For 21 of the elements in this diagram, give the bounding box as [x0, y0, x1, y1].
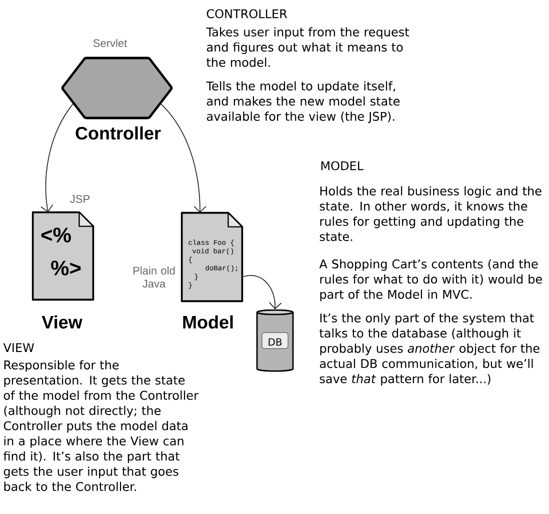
node-title: Model	[183, 315, 233, 329]
annotation: Plain old Java	[134, 266, 175, 288]
annotation: Servlet	[93, 38, 128, 48]
paragraph: Tells the model to update itself, and makes the new model state available for the view (the JSP).	[206, 81, 400, 124]
curved-arrow	[242, 275, 282, 310]
curved-arrow	[160, 104, 206, 213]
database-cylinder: DB	[256, 309, 294, 372]
paragraph: A Shopping Cart’s contents (and the rules for what to do with it) would be part of the Model in MVC.	[319, 259, 542, 302]
node-title: Controller	[76, 126, 161, 140]
section-heading: VIEW	[3, 343, 34, 352]
paragraph: Responsible for the presentation. It gets the state of the model from the Controller (although not directly; the Controller puts the model data in a place where the View can find it). It’s also the part that gets the user input that goes back to the Controller.	[4, 360, 198, 492]
section-heading: CONTROLLER	[206, 9, 288, 18]
code-symbol: <%	[41, 228, 71, 242]
node-title: View	[42, 315, 82, 329]
section-heading: MODEL	[321, 161, 364, 170]
annotation: JSP	[70, 195, 90, 203]
curved-arrow	[40, 104, 74, 212]
code-symbol: %>	[51, 260, 81, 276]
paragraph: Holds the real business logic and the state. In other words, it knows the rules for getting and updating the state.	[320, 186, 542, 242]
paragraph: Takes user input from the request and figures out what it means to the model.	[206, 27, 410, 67]
paragraph: It’s the only part of the system that talks to the database (although it probably uses another object for the actual DB communication, but we’ll save that pattern for later...)	[320, 313, 540, 386]
